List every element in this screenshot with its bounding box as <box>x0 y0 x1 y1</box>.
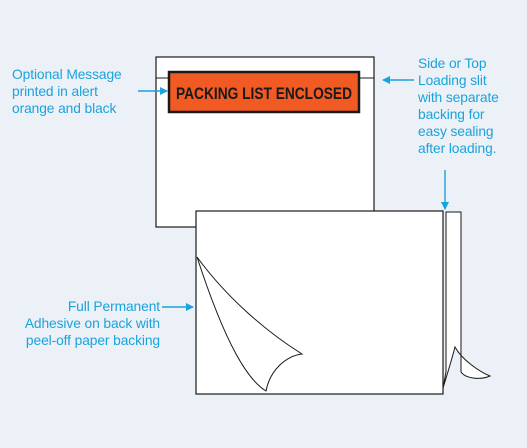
callout-line: Optional Message <box>12 67 122 82</box>
packing-list-label-text: PACKING LIST ENCLOSED <box>176 84 352 103</box>
callout-line: Loading slit <box>418 73 487 88</box>
callout-line: backing for <box>418 107 485 122</box>
callout-line: Adhesive on back with <box>24 316 160 331</box>
callout-line: Full Permanent <box>67 299 160 314</box>
callout-line: Side or Top <box>418 56 487 71</box>
callout-line: printed in alert <box>12 84 98 99</box>
callout-adhesive: Full Permanent Adhesive on back with pee… <box>10 298 160 349</box>
callout-line: with separate <box>418 90 499 105</box>
callout-line: after loading. <box>418 141 497 156</box>
callout-line: orange and black <box>12 101 117 116</box>
callout-line: easy sealing <box>418 124 494 139</box>
side-peel-backing <box>442 211 492 389</box>
packing-list-label <box>167 70 361 114</box>
peel-corner-flap <box>196 256 304 392</box>
callout-line: peel-off paper backing <box>25 333 160 348</box>
callout-optional-message: Optional Message printed in alert orange… <box>12 66 147 117</box>
callout-loading-slit: Side or Top Loading slit with separate b… <box>418 55 523 157</box>
